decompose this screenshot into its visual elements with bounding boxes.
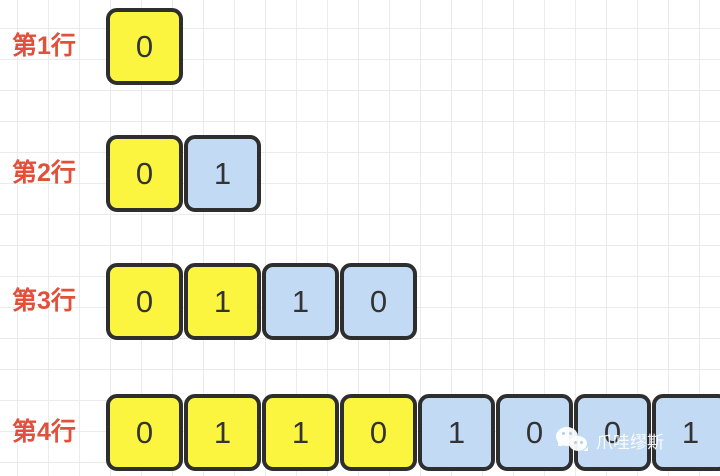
cell: 0: [340, 263, 417, 340]
row-cells-4: 0 1 1 0 1 0 0 1: [106, 394, 720, 471]
row-cells-2: 0 1: [106, 135, 262, 212]
cell: 0: [106, 394, 183, 471]
cell: 1: [184, 135, 261, 212]
row-label-1: 第1行: [12, 32, 76, 60]
cell: 1: [184, 263, 261, 340]
cell: 0: [496, 394, 573, 471]
cell: 0: [340, 394, 417, 471]
cell: 1: [652, 394, 720, 471]
row-cells-1: 0: [106, 8, 184, 85]
cell: 1: [418, 394, 495, 471]
cell: 0: [106, 263, 183, 340]
row-label-3: 第3行: [12, 287, 76, 315]
cell: 0: [106, 8, 183, 85]
row-label-4: 第4行: [12, 418, 76, 446]
cell: 1: [184, 394, 261, 471]
cell: 0: [574, 394, 651, 471]
row-cells-3: 0 1 1 0: [106, 263, 418, 340]
cell: 1: [262, 394, 339, 471]
cell: 1: [262, 263, 339, 340]
cell: 0: [106, 135, 183, 212]
row-label-2: 第2行: [12, 159, 76, 187]
